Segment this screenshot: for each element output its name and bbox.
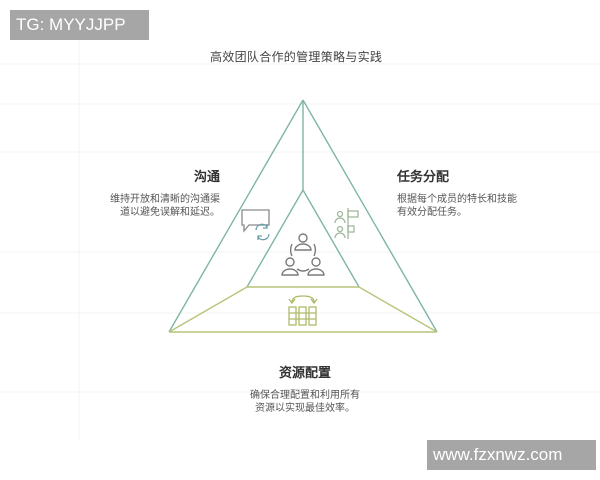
resource-allocation-title: 资源配置 bbox=[278, 366, 331, 381]
diagram-title: 高效团队合作的管理策略与实践 bbox=[210, 50, 383, 64]
inner-triangle bbox=[246, 189, 360, 288]
resource-allocation-description: 确保合理配置和利用所有资源以实现最佳效率。 bbox=[250, 390, 360, 414]
watermark-top-left: TG: MYYJJPP bbox=[10, 10, 149, 40]
task-allocation-section: 任务分配 根据每个成员的特长和技能有效分配任务。 bbox=[397, 166, 517, 219]
task-allocation-title: 任务分配 bbox=[397, 170, 450, 185]
outer-triangle bbox=[168, 99, 438, 333]
watermark-bottom-right: www.fzxnwz.com bbox=[427, 440, 596, 470]
person-task-list-icon bbox=[334, 208, 359, 239]
connector-lines bbox=[168, 100, 438, 333]
communication-section: 沟通 维持开放和清晰的沟通渠道以避免误解和延迟。 bbox=[105, 166, 220, 219]
communication-description: 维持开放和清晰的沟通渠道以避免误解和延迟。 bbox=[110, 194, 220, 218]
resource-allocation-section: 资源配置 确保合理配置和利用所有资源以实现最佳效率。 bbox=[250, 362, 360, 415]
team-circle-icon bbox=[281, 233, 325, 276]
chat-refresh-icon bbox=[241, 209, 270, 241]
communication-title: 沟通 bbox=[193, 170, 220, 185]
resource-grid-swap-icon bbox=[288, 295, 318, 326]
task-allocation-description: 根据每个成员的特长和技能有效分配任务。 bbox=[397, 194, 517, 218]
